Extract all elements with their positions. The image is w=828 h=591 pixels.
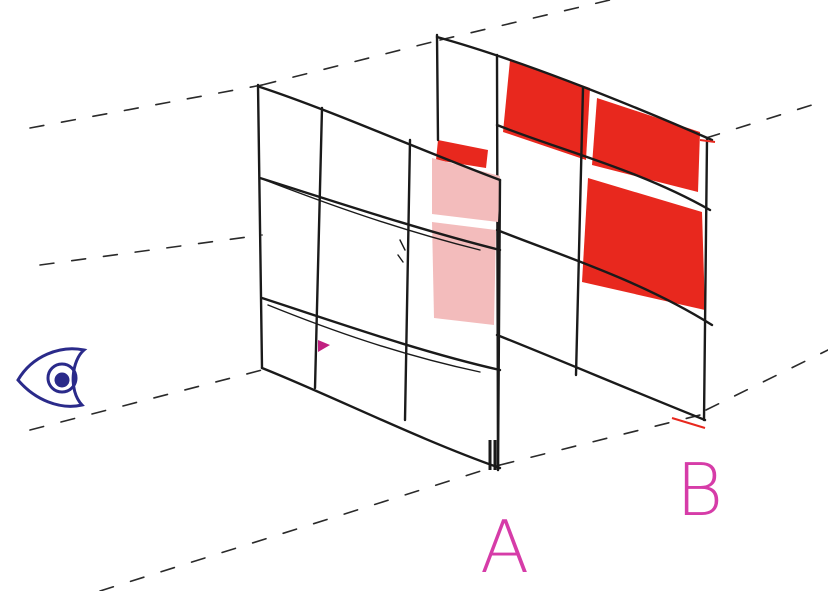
label-b: B	[676, 448, 723, 532]
pink-tick	[318, 340, 330, 352]
b-base-mark	[671, 417, 706, 429]
red-cell	[503, 60, 590, 160]
b-top-mark	[699, 139, 716, 143]
label-a: A	[480, 505, 529, 589]
grid-a	[256, 83, 502, 472]
a-base-mark	[488, 440, 497, 470]
eye-icon	[16, 347, 88, 408]
perspective-guides	[29, 0, 828, 591]
red-cell	[582, 178, 705, 310]
grid-b	[435, 33, 716, 472]
pink-cell	[432, 222, 496, 325]
